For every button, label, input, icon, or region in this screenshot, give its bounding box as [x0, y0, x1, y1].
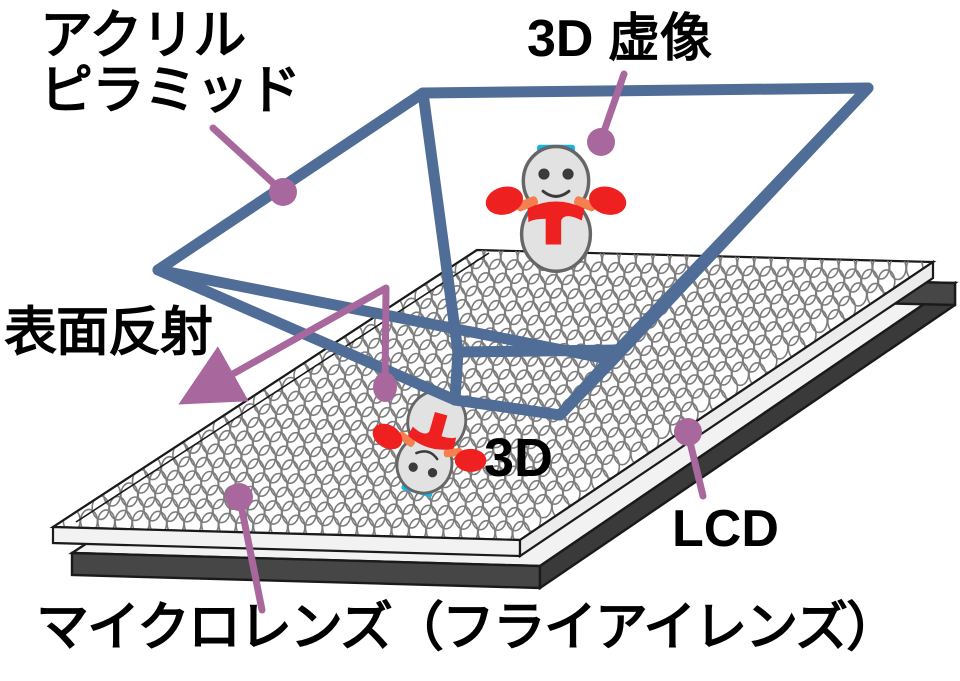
label-acrylic-pyramid: アクリル ピラミッド [40, 6, 301, 121]
leader-virtual-image [587, 70, 628, 156]
leader-acrylic-pyramid [209, 124, 297, 206]
callout-leaders [178, 70, 707, 614]
label-microlens: マイクロレンズ（フライアイレンズ） [36, 598, 899, 657]
leader-surface-reflection [178, 284, 397, 405]
label-virtual-image-3d: 3D 虚像 [527, 10, 712, 68]
label-surface-reflection: 表面反射 [4, 303, 213, 362]
leader-lcd [674, 418, 707, 500]
label-lcd: LCD [672, 500, 779, 558]
label-real-image-3d: 3D [484, 428, 554, 488]
leader-microlens [225, 483, 266, 614]
